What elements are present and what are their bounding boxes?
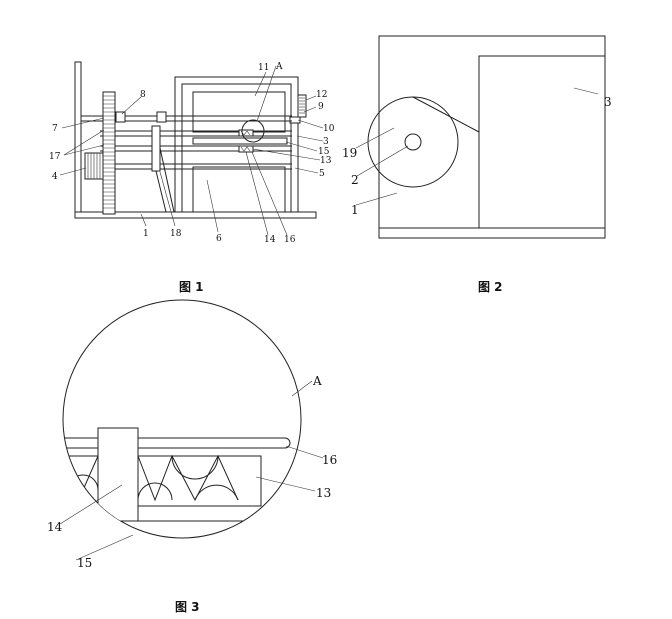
large-gear	[102, 91, 116, 215]
bearing-blocks	[115, 111, 167, 123]
fig1-label-18: 18	[170, 229, 182, 239]
fig3-label-16: 16	[322, 453, 337, 467]
fig1-label-11: 11	[258, 63, 269, 73]
fig2-label-1: 1	[351, 203, 359, 217]
fig1-label-A: A	[275, 62, 283, 72]
fig3-leader-lines	[59, 380, 324, 561]
fig1-label-1: 1	[143, 229, 149, 239]
fig2-roller	[367, 96, 459, 188]
fig3-caption: 图 3	[175, 600, 200, 614]
linkage	[151, 125, 175, 213]
fig3-label-A: A	[312, 374, 322, 388]
fig3-label-13: 13	[316, 486, 331, 500]
fig2-label-2: 2	[351, 173, 359, 187]
fig3-detail-circle	[62, 299, 302, 539]
fig3-label-15: 15	[77, 556, 92, 570]
detail-circle-a	[241, 119, 265, 143]
fig3-label-14: 14	[47, 520, 63, 534]
fig1-label-17: 17	[49, 152, 61, 162]
fig1-caption: 图 1	[179, 280, 204, 294]
fig1-label-9: 9	[318, 102, 324, 112]
fig1-label-3: 3	[323, 137, 329, 147]
fig1-label-8: 8	[140, 90, 146, 100]
drive-motor	[84, 152, 104, 180]
fig1-label-16: 16	[284, 235, 296, 245]
fig2-frame	[378, 35, 606, 239]
leader-lines	[59, 65, 324, 236]
fig2-label-3: 3	[604, 95, 612, 109]
fig1-label-5: 5	[319, 169, 325, 179]
fig2-cabinet	[478, 55, 606, 229]
fig2-caption: 图 2	[478, 280, 503, 294]
figure-3: A 16 13 14 15 图 3	[47, 299, 337, 614]
fig2-leader-lines	[355, 87, 599, 206]
figure-1: 7 17 4 8 1 18 6 11 A 12 9 10 3 15 13 5 1…	[49, 61, 335, 294]
fig1-label-14: 14	[264, 235, 276, 245]
fig1-label-4: 4	[52, 172, 58, 182]
fig3-detail-content	[63, 427, 301, 522]
slide-rail	[151, 129, 288, 153]
fig2-axle	[404, 133, 422, 151]
fig1-label-7: 7	[52, 124, 58, 134]
fig1-label-6: 6	[216, 234, 222, 244]
fig1-label-13: 13	[320, 156, 332, 166]
fig2-label-19: 19	[342, 146, 357, 160]
side-motor	[289, 94, 307, 124]
figure-2: 3 19 2 1 图 2	[342, 35, 612, 294]
fig1-label-12: 12	[316, 90, 327, 100]
housing	[174, 76, 299, 213]
fig1-label-10: 10	[323, 124, 335, 134]
fig1-label-15: 15	[318, 147, 330, 157]
